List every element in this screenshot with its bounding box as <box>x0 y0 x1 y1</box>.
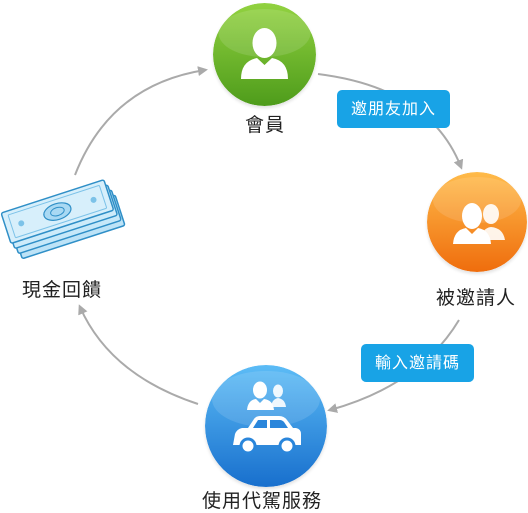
user-icon <box>213 3 316 106</box>
member-label: 會員 <box>244 114 286 136</box>
arrow-service-to-cashback <box>78 304 199 405</box>
service-label: 使用代駕服務 <box>201 490 323 512</box>
arrow-cashback-to-member <box>74 66 208 176</box>
cashback-label: 現金回饋 <box>21 279 103 301</box>
invitee-circle <box>427 172 527 272</box>
enter-invite-code-tag: 輸入邀請碼 <box>361 344 475 382</box>
service-circle <box>205 365 327 487</box>
money-stack-icon <box>0 179 126 259</box>
invite-friends-tag: 邀朋友加入 <box>337 90 451 128</box>
invitee-label: 被邀請人 <box>435 287 517 309</box>
users-icon <box>427 172 527 272</box>
car-with-users-icon <box>205 365 327 487</box>
member-circle <box>213 3 316 106</box>
